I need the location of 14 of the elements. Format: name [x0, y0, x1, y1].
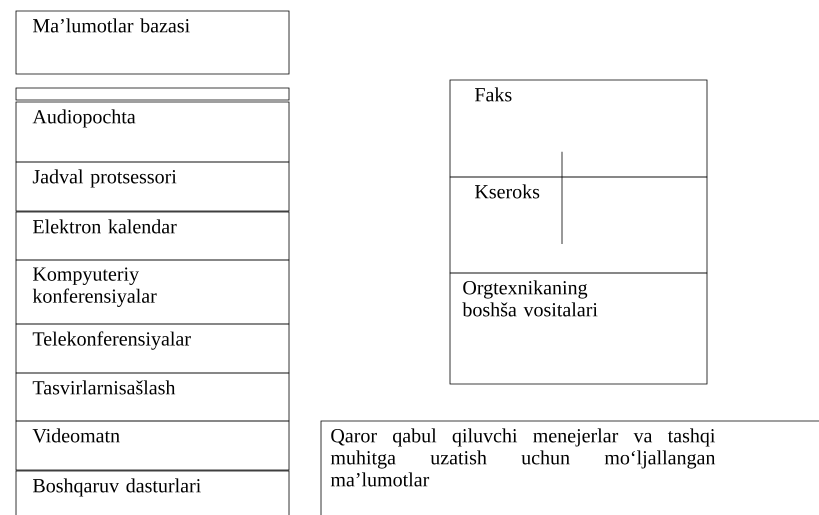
- text-box: Faks: [450, 80, 708, 178]
- text-box: Qaror qabul qiluvchi menejerlar va tashqi muhitga uzatish uchun mo‘ljallangan ma’lumotlar: [320, 420, 819, 515]
- text-box: Boshqaruv dasturlari: [16, 470, 290, 515]
- text-box: Kseroks: [450, 176, 708, 274]
- text-box: Ma’lumotlar bazasi: [16, 10, 290, 74]
- text-box: Kompyuteriy konferensiyalar: [16, 260, 290, 324]
- text-box: Audiopochta: [16, 102, 290, 162]
- empty-box: [16, 88, 290, 100]
- text-box: Orgtexnikaning boshša vositalari: [450, 272, 708, 384]
- text-box: Jadval protsessori: [16, 162, 290, 212]
- text-box: Tasvirlarnisašlash: [16, 372, 290, 422]
- text-box: Elektron kalendar: [16, 212, 290, 260]
- text-box: Videomatn: [16, 420, 290, 470]
- text-box: Telekonferensiyalar: [16, 324, 290, 374]
